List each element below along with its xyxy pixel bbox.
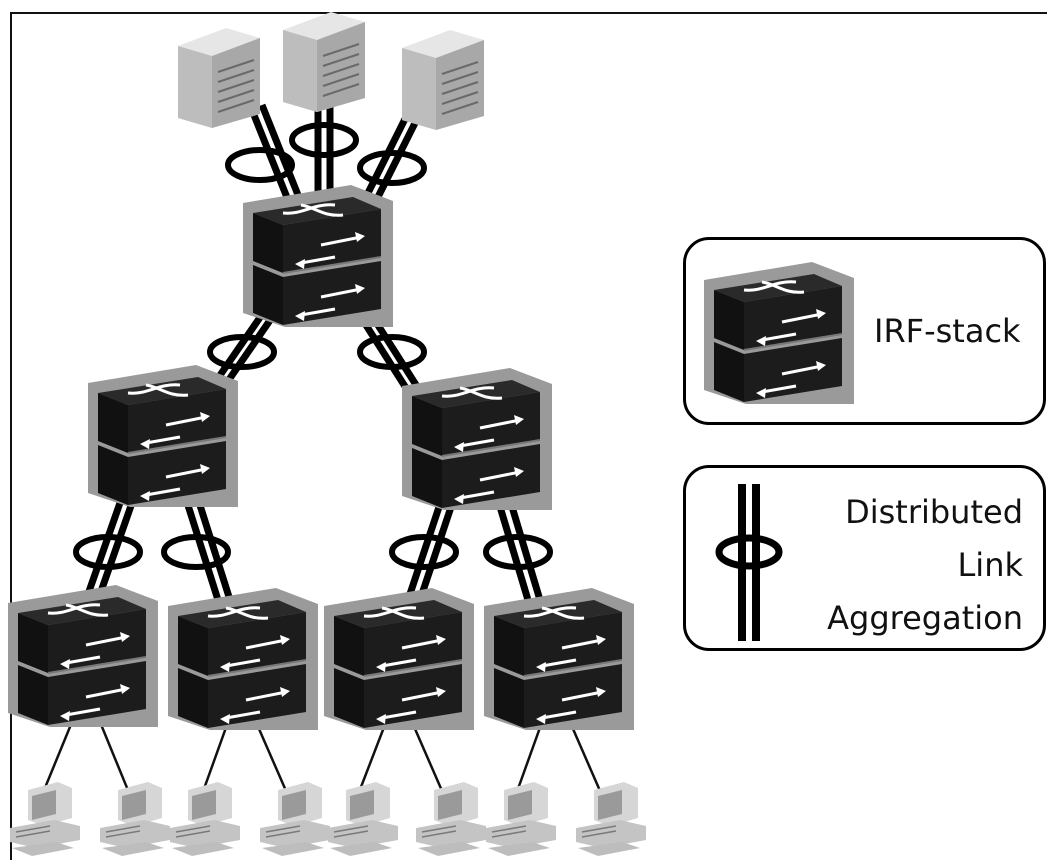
legend-link-aggregation-line: Link (957, 546, 1023, 584)
server-icon (401, 29, 485, 131)
core-stack-icon (241, 183, 395, 329)
legend-irf-stack: IRF-stack (683, 237, 1046, 425)
legend-link-aggregation-line: Aggregation (827, 599, 1023, 637)
irf-stacks (6, 183, 636, 732)
access-stack-icon (6, 583, 160, 729)
access-stack-icon (482, 586, 636, 732)
switch-stack-icon (702, 260, 856, 406)
workstation-icon (415, 781, 487, 857)
server-icon (282, 11, 366, 113)
aggregated-links (82, 100, 544, 602)
access-stack-icon (322, 586, 476, 732)
workstation-icon (485, 781, 557, 857)
legend-link-aggregation: Distributed Link Aggregation (683, 465, 1046, 651)
workstation-icon (9, 781, 81, 857)
workstation-icon (327, 781, 399, 857)
workstations (9, 781, 647, 857)
workstation-icon (99, 781, 171, 857)
server-icon (177, 27, 261, 129)
diagram-frame (10, 12, 1047, 860)
distribution-stack-icon (400, 366, 554, 512)
access-stack-icon (166, 586, 320, 732)
link-aggregation-icon (715, 484, 783, 641)
workstation-icon (259, 781, 331, 857)
distribution-stack-icon (86, 363, 240, 509)
workstation-icon (169, 781, 241, 857)
legend-link-aggregation-line: Distributed (845, 493, 1023, 531)
workstation-icon (575, 781, 647, 857)
legend-irf-stack-label: IRF-stack (874, 312, 1021, 350)
legend-link-aggregation-label: Distributed Link Aggregation (827, 486, 1023, 645)
